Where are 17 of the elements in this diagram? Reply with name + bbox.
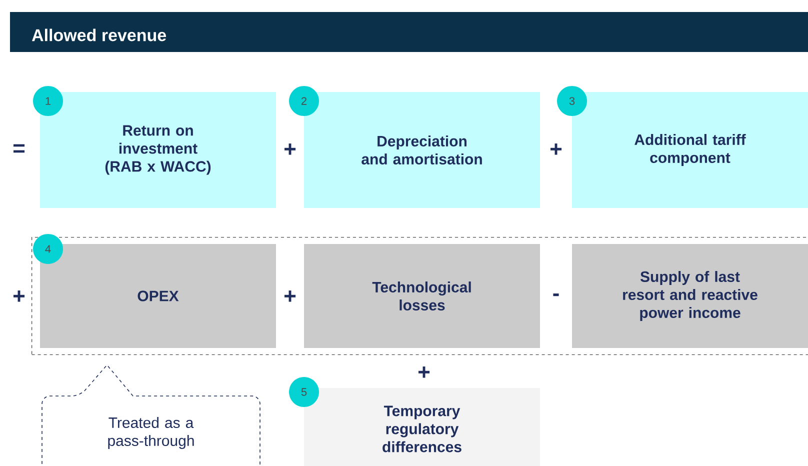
operator-sign: + (284, 290, 296, 302)
operator-sign: + (418, 366, 430, 378)
number-badge: 2 (289, 86, 319, 116)
operator-sign: - (553, 294, 559, 296)
operator-sign: + (14, 290, 25, 302)
term-box: Technological losses (304, 244, 540, 348)
term-box: Supply of last resort and reactive power income (572, 244, 808, 348)
operator-sign: = (13, 144, 25, 153)
number-badge: 5 (289, 377, 319, 407)
number-badge: 1 (33, 86, 63, 116)
dashed-group-frame (31, 236, 808, 356)
number-badge: 3 (557, 86, 587, 116)
number-badge: 4 (33, 234, 63, 264)
title-bar: Allowed revenue (10, 12, 808, 52)
operator-sign: + (550, 144, 562, 155)
operator-sign: + (284, 144, 296, 155)
callout-bubble: Treated as a pass-through (42, 364, 260, 466)
